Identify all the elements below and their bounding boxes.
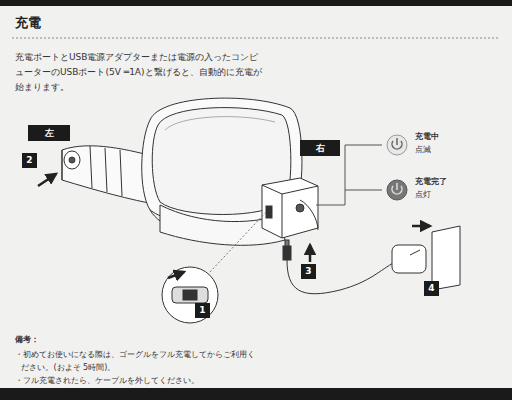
led-state: 点滅 bbox=[415, 144, 431, 155]
callout-number: 2 bbox=[22, 153, 37, 168]
led-state: 充電完了 bbox=[415, 176, 447, 187]
note-text: ・初めてお使いになる際は、ゴーグルをフル充電してからご利用ください。(およそ 5… bbox=[15, 348, 261, 374]
callout-number: 1 bbox=[195, 303, 210, 318]
tag-text: 右 bbox=[300, 140, 340, 156]
led-state: 点灯 bbox=[415, 189, 431, 200]
tag-text: 4 bbox=[424, 281, 439, 296]
goggle bbox=[62, 98, 460, 323]
callout-number: 4 bbox=[424, 281, 439, 296]
led-state: 充電中 bbox=[415, 131, 439, 142]
side-tag: 右 bbox=[300, 140, 340, 156]
callout-number: 3 bbox=[301, 264, 316, 279]
intro-text: 充電ポートとUSB電源アダプターまたは電源の入ったコンピューターのUSBポート(… bbox=[15, 50, 267, 95]
led-icons bbox=[387, 135, 407, 200]
note-heading: 備考： bbox=[15, 334, 39, 345]
tag-text: 左 bbox=[28, 125, 70, 141]
tag-text: 1 bbox=[195, 303, 210, 318]
tag-text: 2 bbox=[22, 153, 37, 168]
tag-text: 3 bbox=[301, 264, 316, 279]
side-tag: 左 bbox=[28, 125, 70, 141]
page-title: 充電 bbox=[15, 14, 41, 32]
note-text: ・フル充電されたら、ケーブルを外してください。 bbox=[15, 374, 281, 387]
action-arrows bbox=[38, 174, 430, 278]
dashed-rule bbox=[12, 38, 500, 39]
